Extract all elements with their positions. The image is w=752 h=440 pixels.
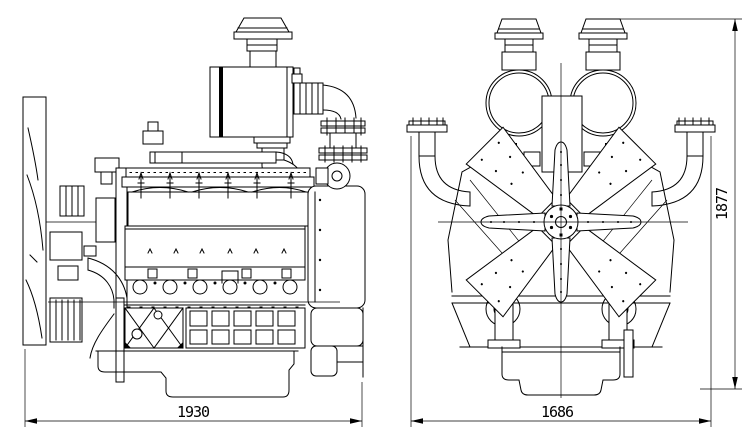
- turbocharger-exhaust: [293, 82, 368, 190]
- air-cleaner: [209, 17, 303, 173]
- valve-covers: [127, 171, 309, 227]
- dimension-label-1877: 1877: [713, 188, 731, 220]
- dimension-label-1930: 1930: [177, 403, 210, 421]
- intake-piping: [142, 121, 294, 165]
- rain-cap-front-right: [578, 18, 628, 71]
- intake-manifold-rail: [121, 167, 315, 188]
- injectors: [137, 171, 295, 199]
- support-strut: [115, 297, 125, 383]
- fan-blade-wide: [565, 126, 657, 218]
- arrowhead: [350, 418, 362, 424]
- cooling-fan: [465, 126, 657, 318]
- hanging-bracket: [623, 329, 634, 378]
- arrowhead: [411, 418, 423, 424]
- exhaust-flange-lower: [318, 145, 368, 163]
- front-accessories: [46, 157, 128, 359]
- crankcase-band: [124, 266, 306, 308]
- x-braced-duct: [124, 307, 184, 349]
- arrowhead: [25, 418, 37, 424]
- arrowhead: [732, 19, 738, 31]
- oil-pan-side: [95, 350, 299, 398]
- dipstick-handle: [221, 270, 239, 284]
- arrowhead: [732, 377, 738, 389]
- fan-blade-wide: [565, 226, 657, 318]
- dimension-side-length: 1930: [24, 349, 363, 427]
- lower-grid: [185, 307, 306, 349]
- fan-blade-wide: [465, 226, 557, 318]
- fan-blade-wide: [465, 126, 557, 218]
- dimension-front-height: 1877: [618, 18, 742, 390]
- centerlines: [438, 63, 688, 398]
- rain-cap-front-left: [494, 18, 544, 71]
- air-cleaner-body: [209, 66, 294, 138]
- side-view: 1930: [22, 17, 368, 427]
- block-side-panel: [124, 225, 306, 268]
- arrowhead: [699, 418, 711, 424]
- fan-blade-edge: [22, 96, 47, 346]
- dimension-front-width: 1686: [410, 136, 712, 427]
- flywheel-housing: [307, 185, 366, 378]
- rain-cap-brim: [233, 31, 293, 40]
- front-view: 1686 1877: [406, 18, 742, 427]
- exhaust-elbow-right: [651, 117, 716, 207]
- dimension-label-1686: 1686: [541, 403, 574, 421]
- exhaust-flange-upper: [320, 117, 366, 136]
- exhaust-elbow-left: [406, 117, 471, 207]
- core-plugs: [132, 279, 298, 295]
